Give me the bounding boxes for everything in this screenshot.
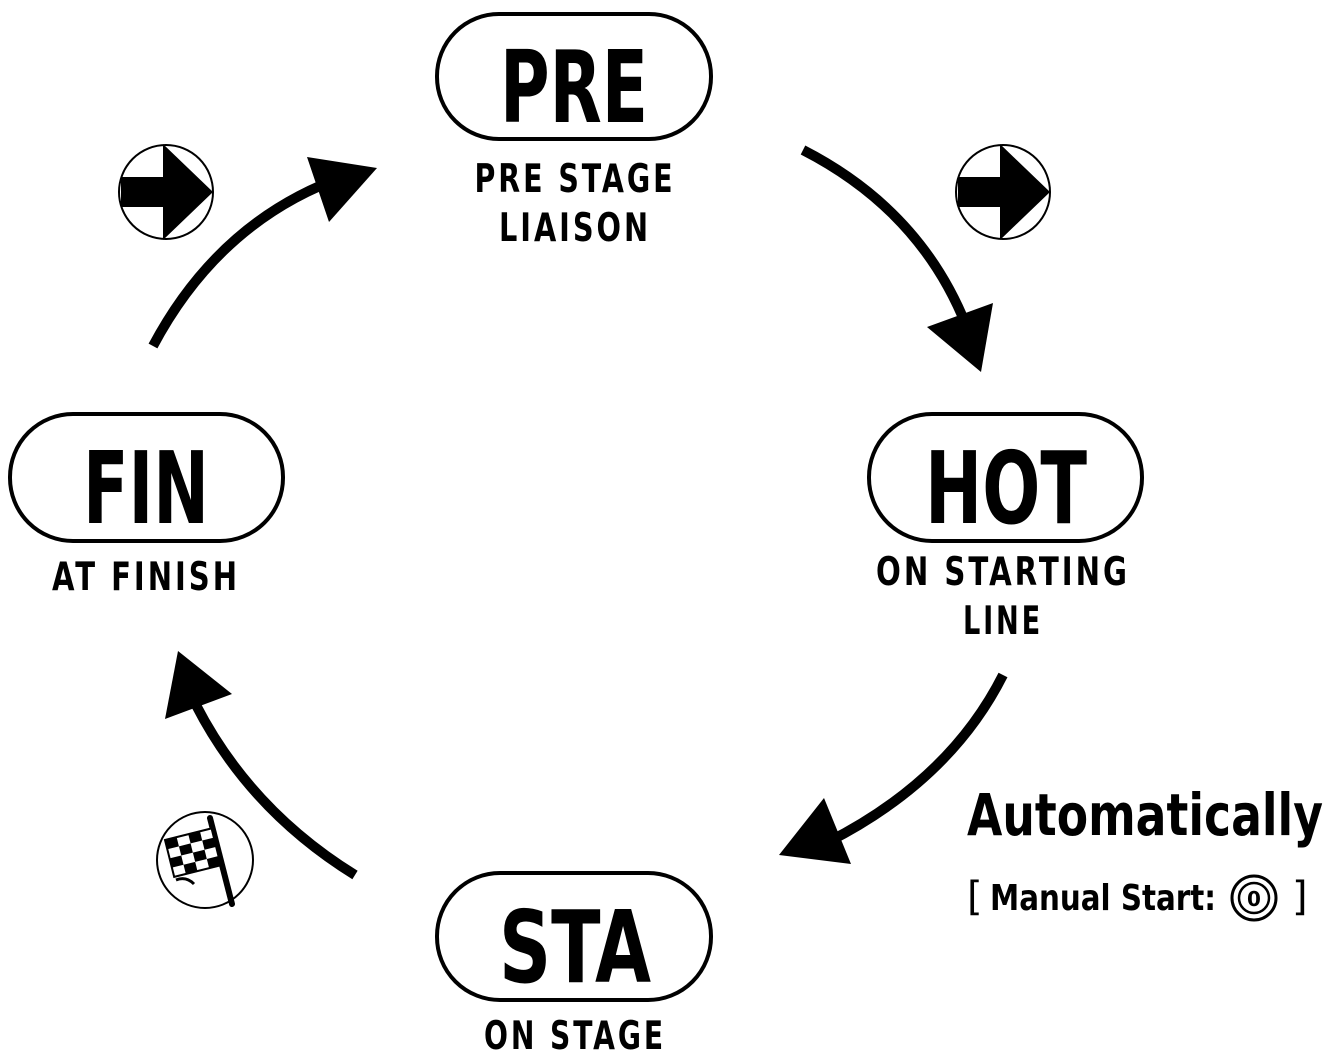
state-caption-pre-2: LIAISON <box>499 206 651 251</box>
pill-pre <box>435 12 713 141</box>
state-caption-sta-1: ON STAGE <box>484 1014 666 1052</box>
arrow-sta-to-fin <box>191 702 358 880</box>
pill-sta <box>435 871 713 1002</box>
right-arrow-icon <box>955 144 1051 240</box>
manual-start-label: Manual Start: <box>990 878 1216 919</box>
state-caption-hot-2: LINE <box>963 599 1043 644</box>
right-arrow-icon <box>118 144 214 240</box>
state-hot: HOT ON STARTING LINE <box>867 412 1144 644</box>
state-fin: FIN AT FINISH <box>8 412 285 600</box>
state-code-hot: HOT <box>925 430 1087 547</box>
manual-start-bracket-close: ] <box>1292 874 1308 920</box>
manual-start-bracket-open: [ <box>967 874 983 920</box>
checkered-flag-icon <box>156 811 254 909</box>
manual-start-button-icon: 0 <box>1230 874 1278 922</box>
arrowhead-hot-to-sta <box>779 798 851 864</box>
auto-start-note: Automatically [ Manual Start: 0 ] <box>967 781 1323 922</box>
state-code-pre: PRE <box>500 29 648 146</box>
arrow-fin-to-pre <box>148 171 347 349</box>
arrowhead-pre-to-hot <box>927 303 993 372</box>
state-sta: STA ON STAGE <box>435 871 713 1052</box>
pill-hot <box>867 412 1144 543</box>
arrow-hot-to-sta <box>825 672 1008 847</box>
state-pre: PRE PRE STAGE LIAISON <box>435 12 713 251</box>
manual-start-button-glyph: 0 <box>1247 887 1261 911</box>
arrowhead-fin-to-pre <box>307 157 377 222</box>
state-caption-fin-1: AT FINISH <box>52 555 240 600</box>
arrowhead-sta-to-fin <box>165 651 232 719</box>
state-caption-hot-1: ON STARTING <box>876 550 1130 595</box>
arrow-pre-to-hot <box>800 145 971 327</box>
state-code-sta: STA <box>499 889 651 1006</box>
automatically-label: Automatically <box>967 781 1323 849</box>
pill-fin <box>8 412 285 543</box>
state-code-fin: FIN <box>83 430 209 547</box>
state-caption-pre-1: PRE STAGE <box>475 157 676 202</box>
